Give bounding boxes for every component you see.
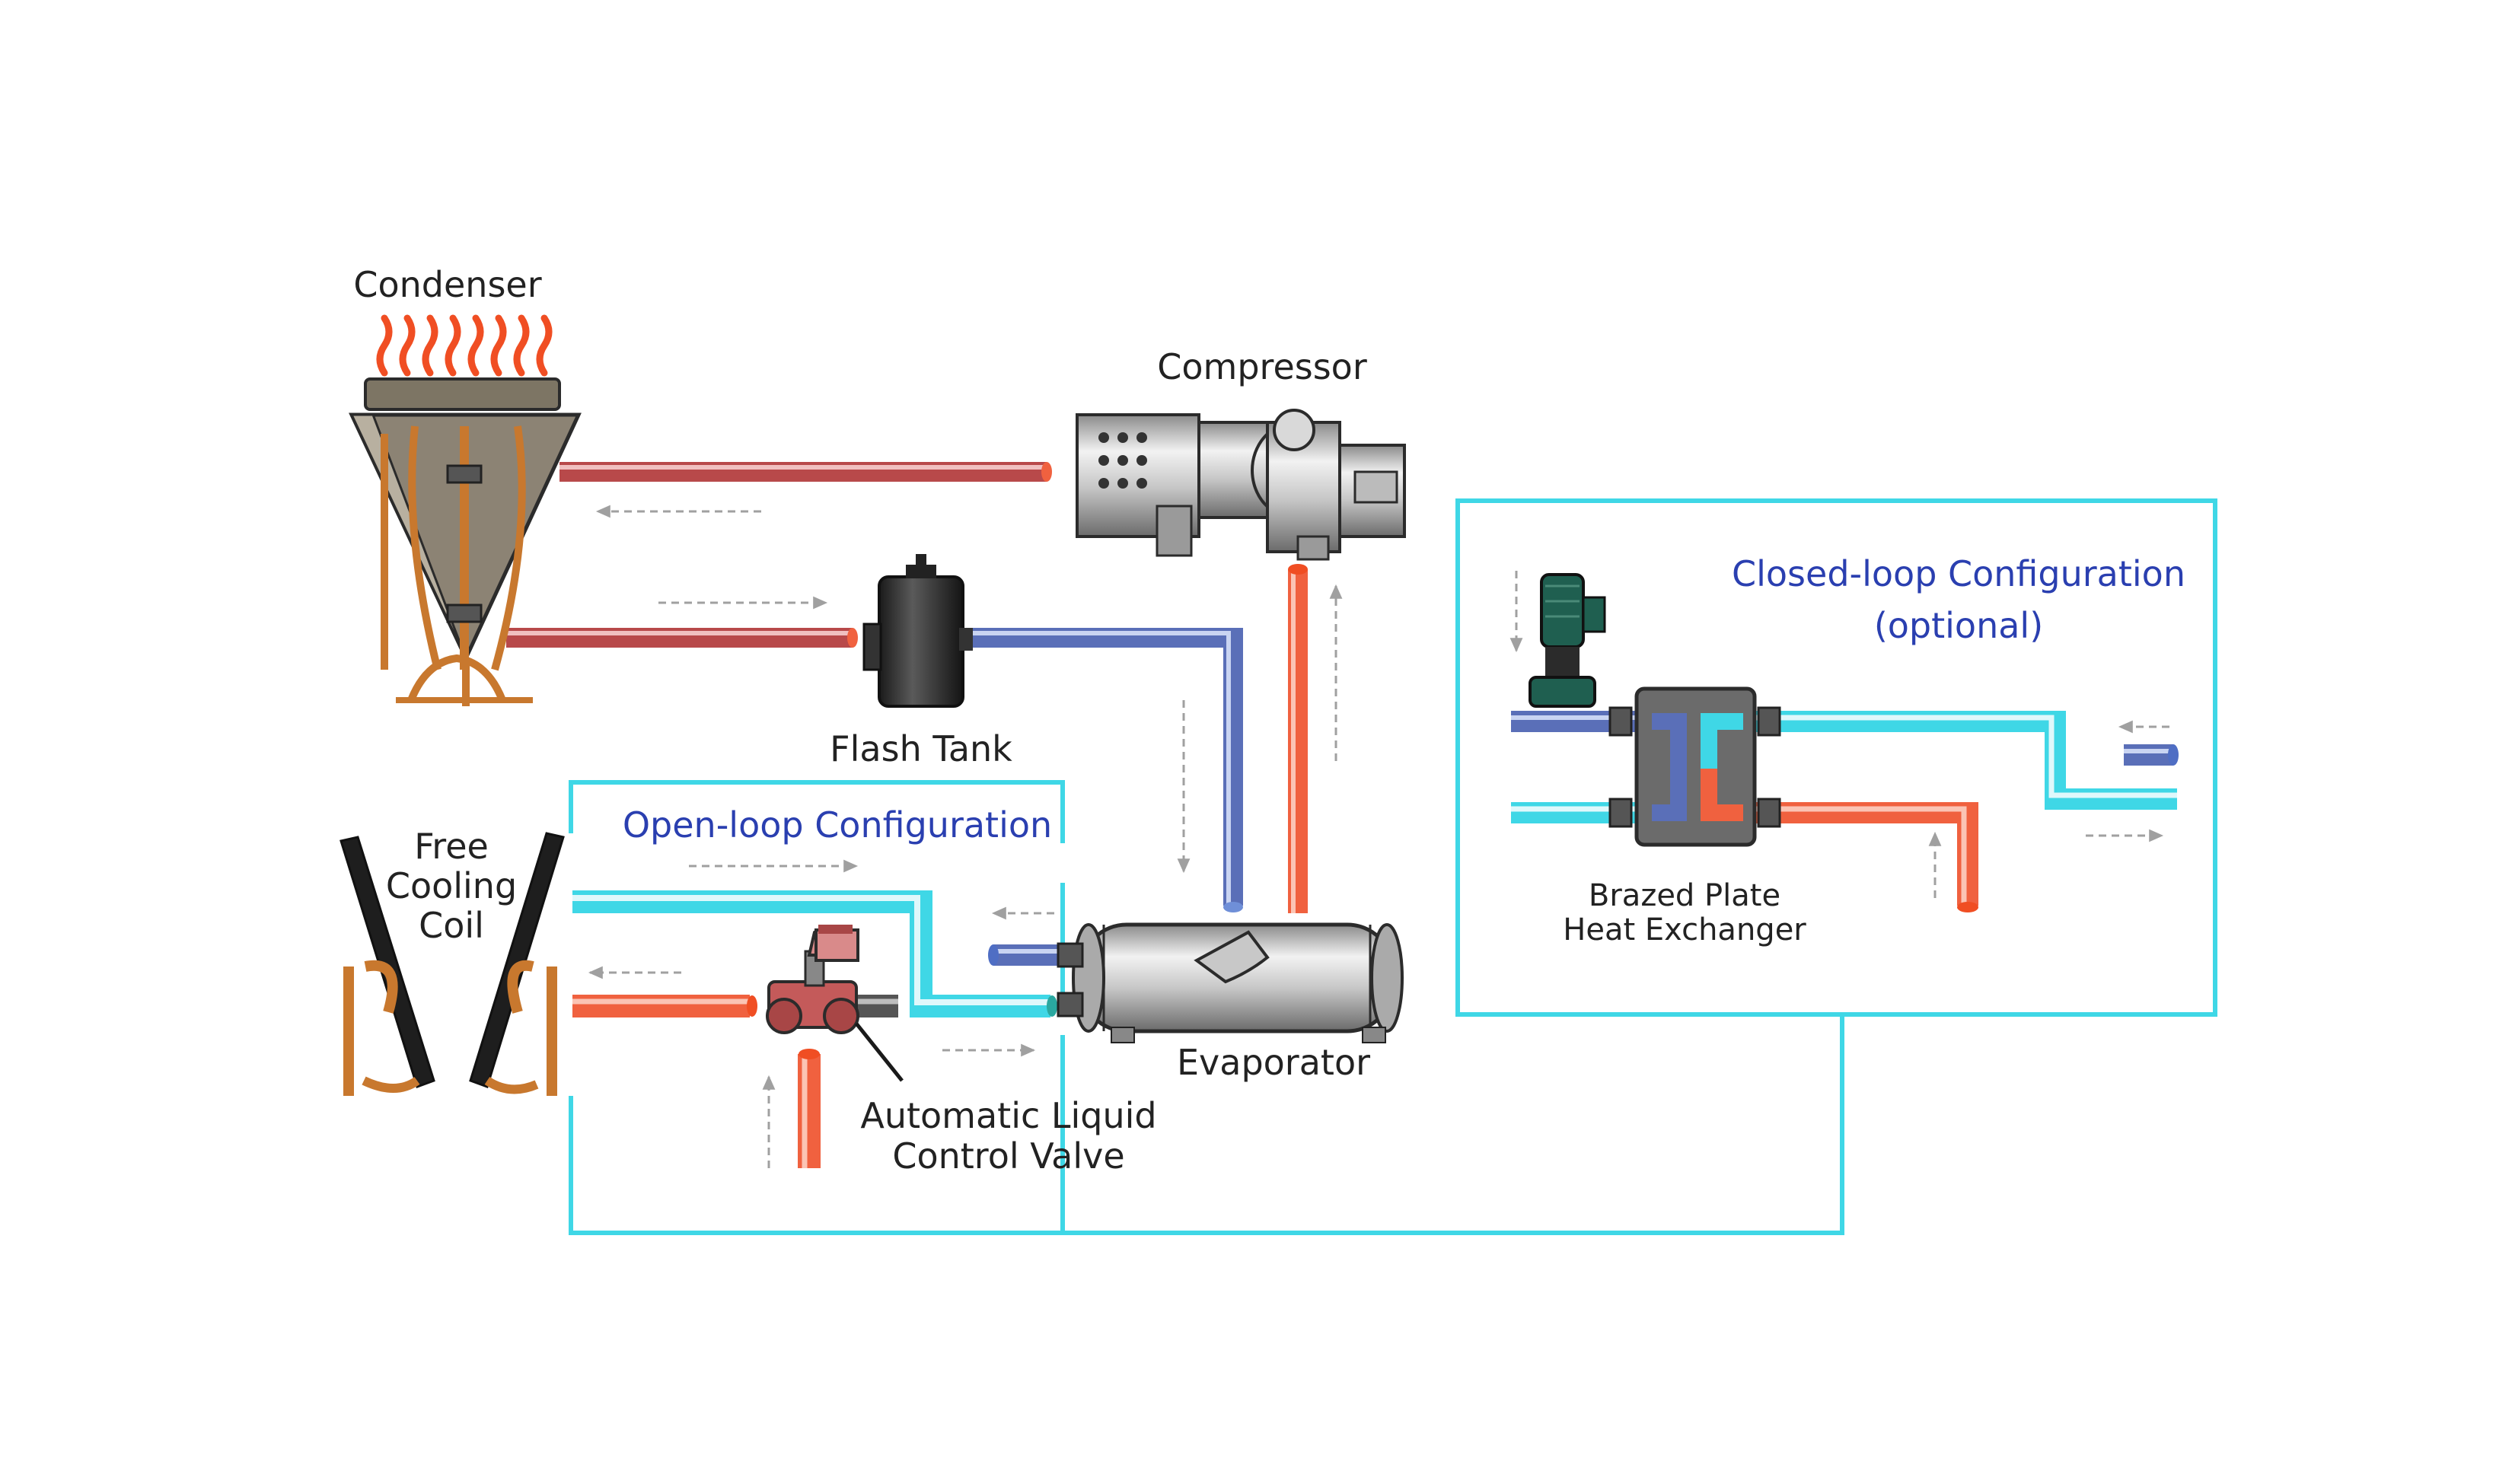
open-loop-label: Open-loop Configuration: [623, 804, 1052, 845]
flash-tank: [862, 554, 973, 708]
evaporator-label: Evaporator: [1177, 1042, 1370, 1083]
valve-label-2: Control Valve: [892, 1135, 1124, 1177]
evaporator-stub-pipe: [988, 944, 1058, 966]
valve-outlet-pipe: [856, 995, 898, 1017]
free-cooling-coil-label-3: Coil: [419, 905, 484, 946]
condenser-label: Condenser: [353, 264, 541, 305]
closed-loop-label-2: (optional): [1874, 605, 2043, 646]
heat-exchanger-label-1: Brazed Plate: [1589, 878, 1780, 913]
flow-arrows: [588, 505, 2169, 1168]
closed-loop-boundary: [1063, 498, 2217, 1235]
heat-exchanger-label-2: Heat Exchanger: [1563, 912, 1806, 947]
condenser-compressor-pipe: [559, 462, 1052, 482]
flames-icon: [376, 314, 553, 377]
hx-right-cyan-pipe: [1743, 711, 2177, 810]
compressor-label: Compressor: [1157, 346, 1367, 387]
chilled-supply-pipe: [572, 890, 1057, 1017]
heat-exchanger: [1608, 686, 1781, 847]
evaporator-compressor-pipe: [1288, 564, 1308, 913]
flash-tank-label: Flash Tank: [830, 728, 1012, 769]
control-valve: [766, 925, 904, 1082]
condenser: [349, 314, 582, 706]
hx-right-red-pipe: [1743, 802, 1978, 912]
evaporator: [1057, 922, 1404, 1043]
valve-label-1: Automatic Liquid: [860, 1095, 1156, 1136]
return-stub-pipe: [2124, 744, 2179, 766]
flashtank-evaporator-pipe: [967, 628, 1243, 912]
closed-loop-label-1: Closed-loop Configuration: [1732, 553, 2185, 594]
condenser-flashtank-pipe: [506, 628, 858, 648]
pump: [1529, 573, 1606, 708]
coil-return-pipe: [572, 995, 757, 1017]
free-cooling-coil-label-1: Free: [414, 826, 489, 867]
compressor: [1076, 409, 1406, 561]
free-cooling-coil-label-2: Cooling: [386, 865, 517, 906]
valve-inlet-pipe: [798, 1049, 821, 1168]
free-cooling-coil: [340, 832, 565, 1096]
